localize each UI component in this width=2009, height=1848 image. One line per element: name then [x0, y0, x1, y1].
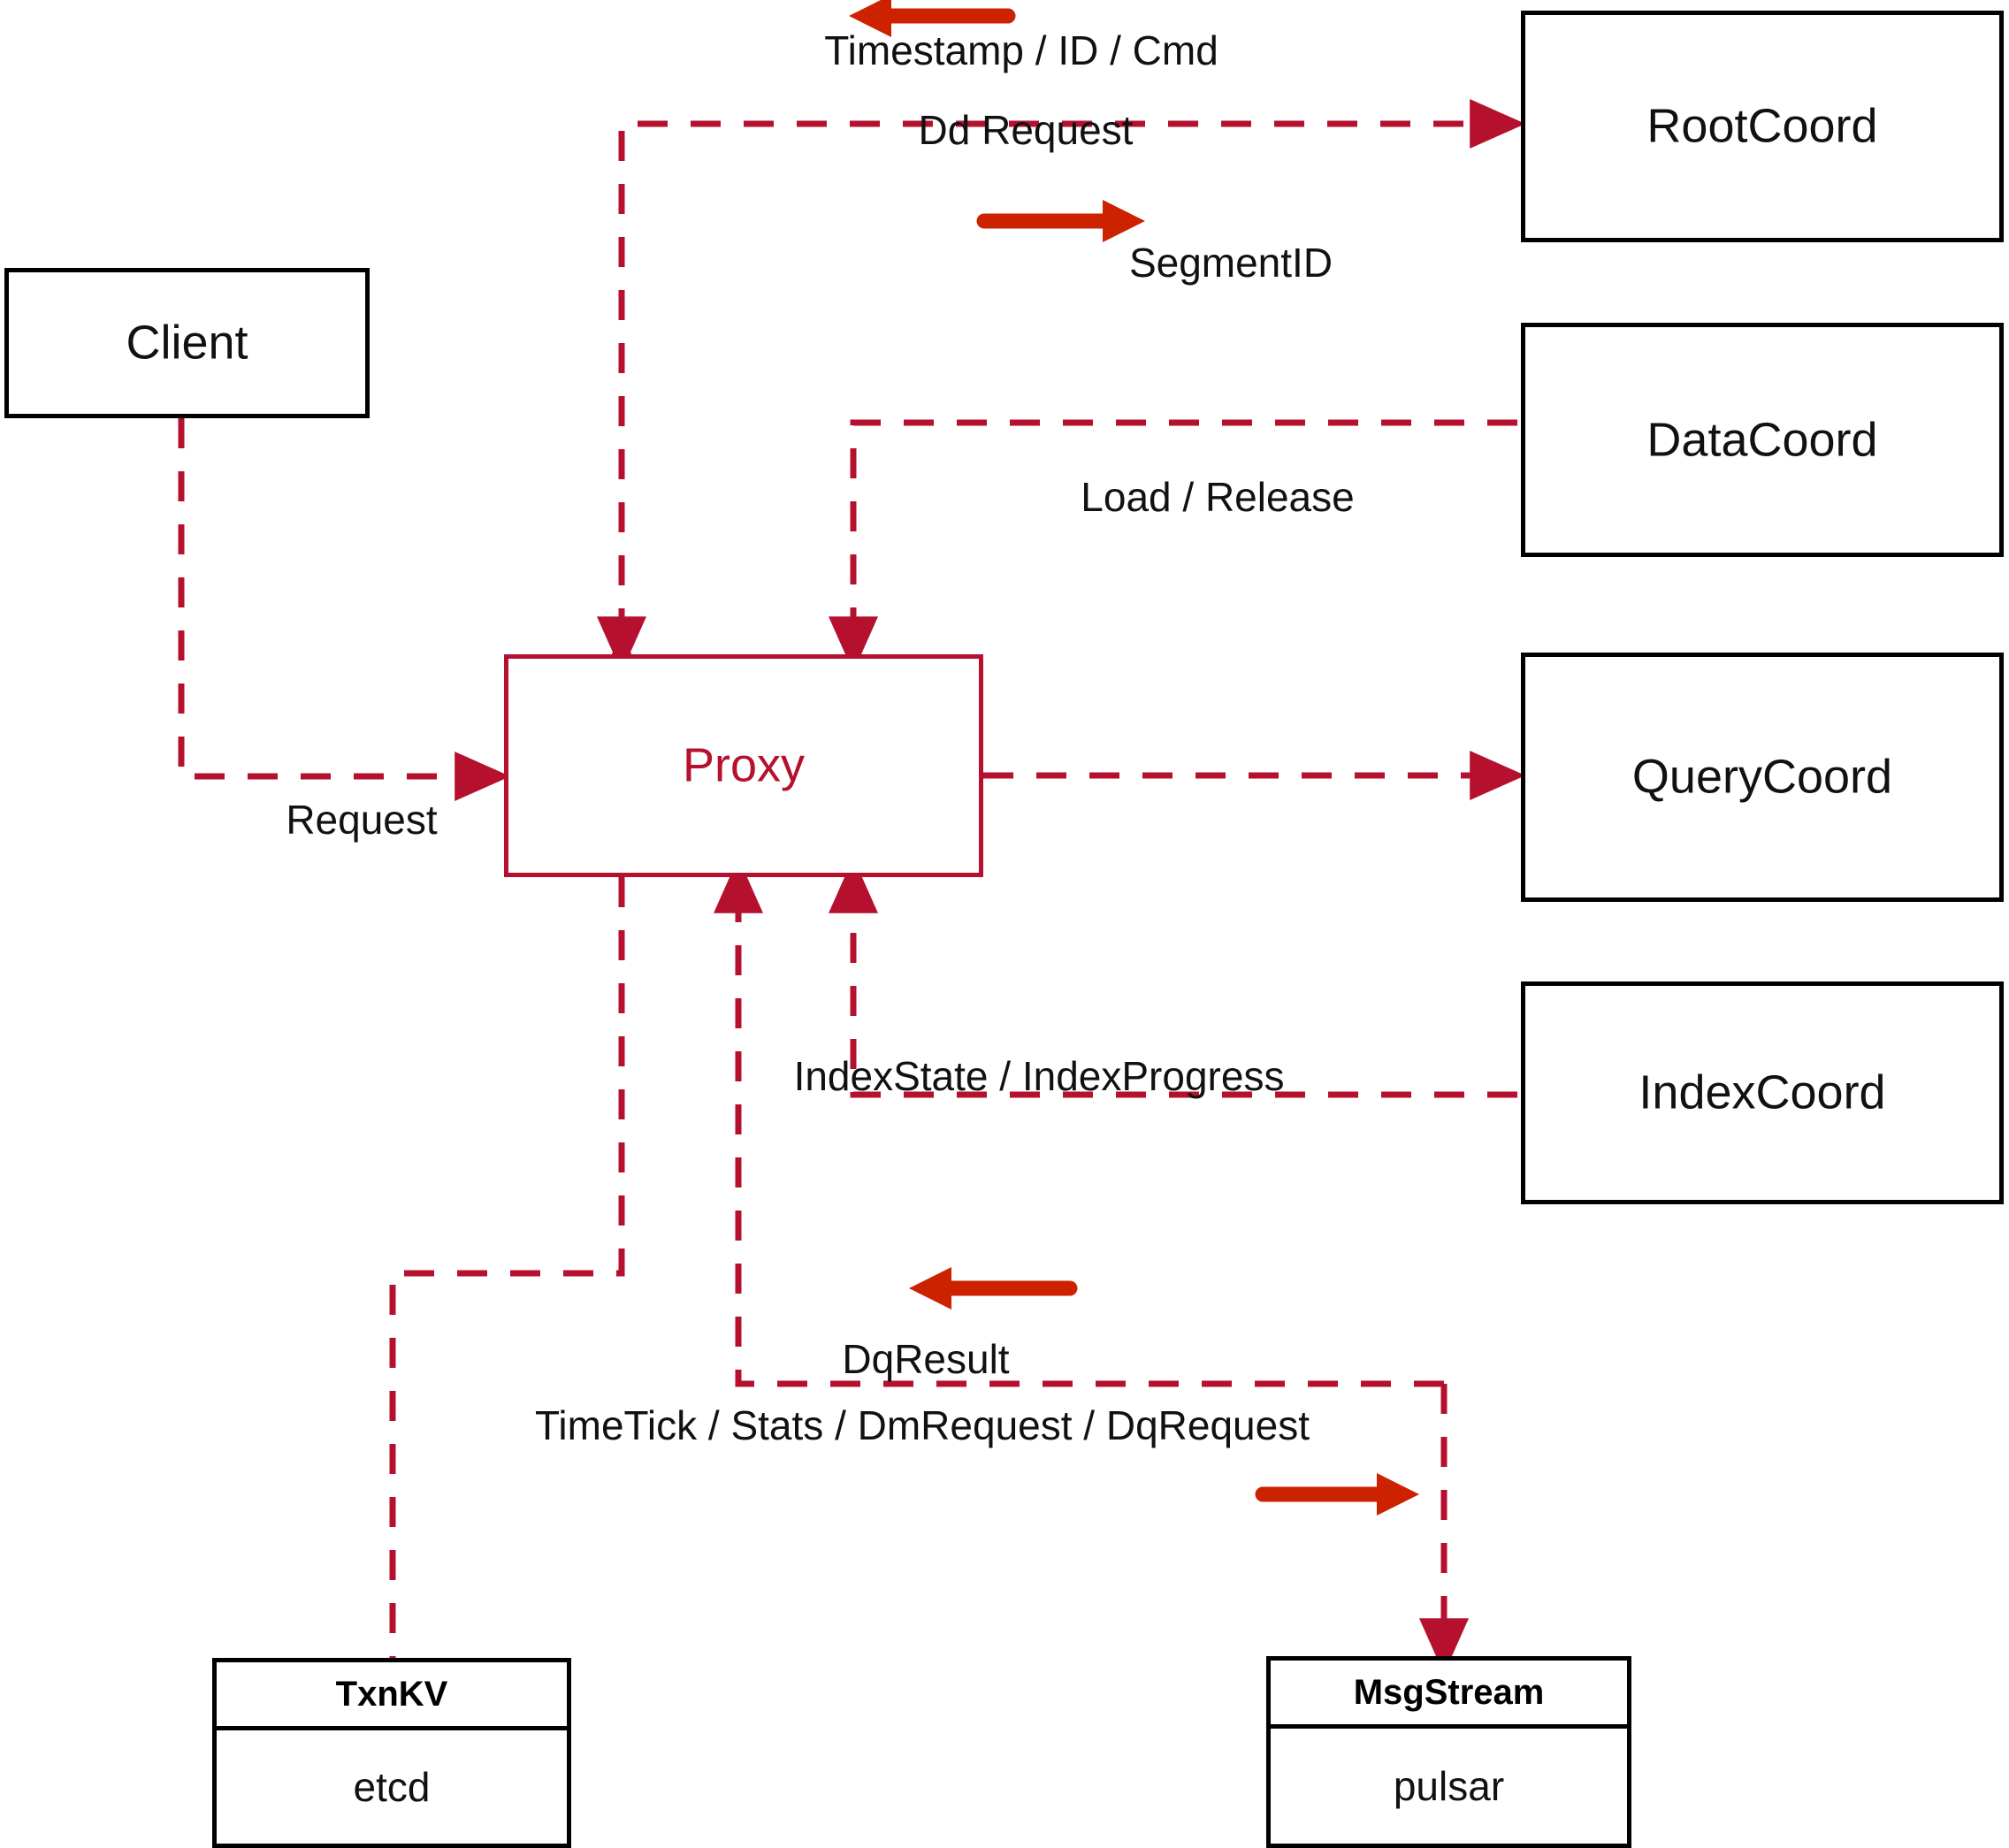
bold-arrow-dqresult-left — [909, 1267, 1078, 1310]
node-datacoord-label: DataCoord — [1646, 412, 1878, 466]
edge-label-load-release: Load / Release — [1081, 474, 1355, 520]
edge-label-request: Request — [286, 797, 438, 843]
node-msgstream-body: pulsar — [1393, 1763, 1505, 1809]
node-client-label: Client — [126, 316, 248, 370]
bold-arrow-msgstream-right — [1255, 1473, 1419, 1516]
edge-msgstream-to-proxy — [714, 857, 1444, 1387]
node-datacoord[interactable]: DataCoord — [1521, 323, 2004, 557]
node-msgstream[interactable]: MsgStream pulsar — [1266, 1656, 1631, 1848]
node-querycoord-label: QueryCoord — [1631, 750, 1893, 804]
node-rootcoord[interactable]: RootCoord — [1521, 11, 2004, 242]
edge-client-to-proxy — [178, 418, 511, 801]
node-indexcoord-label: IndexCoord — [1639, 1065, 1886, 1119]
node-indexcoord[interactable]: IndexCoord — [1521, 981, 2004, 1204]
node-querycoord[interactable]: QueryCoord — [1521, 653, 2004, 902]
edge-indexcoord-to-proxy — [829, 857, 1517, 1098]
edge-label-dd-request: Dd Request — [918, 107, 1134, 153]
node-msgstream-header: MsgStream — [1271, 1661, 1627, 1729]
node-txnkv-header: TxnKV — [217, 1662, 567, 1730]
edge-proxy-to-txnkv — [389, 877, 625, 1658]
edge-proxy-to-rootcoord — [597, 99, 1526, 688]
node-proxy-label: Proxy — [682, 738, 806, 792]
node-client[interactable]: Client — [4, 268, 370, 418]
edge-label-dq-result: DqResult — [842, 1336, 1010, 1382]
edge-datacoord-to-proxy — [829, 419, 1517, 673]
node-rootcoord-label: RootCoord — [1646, 99, 1878, 153]
bold-arrow-timestamp-left — [849, 0, 1016, 37]
bold-arrow-dd-request-right — [976, 200, 1145, 242]
edge-label-timestamp-id-cmd: Timestamp / ID / Cmd — [824, 27, 1218, 73]
edge-label-segment-id: SegmentID — [1128, 240, 1333, 286]
node-txnkv[interactable]: TxnKV etcd — [212, 1658, 571, 1848]
node-txnkv-body: etcd — [353, 1764, 431, 1810]
edge-label-msgstream-flows: TimeTick / Stats / DmRequest / DqRequest — [535, 1402, 1310, 1448]
node-proxy[interactable]: Proxy — [504, 654, 983, 877]
edge-label-index-state-progress: IndexState / IndexProgress — [793, 1053, 1285, 1099]
